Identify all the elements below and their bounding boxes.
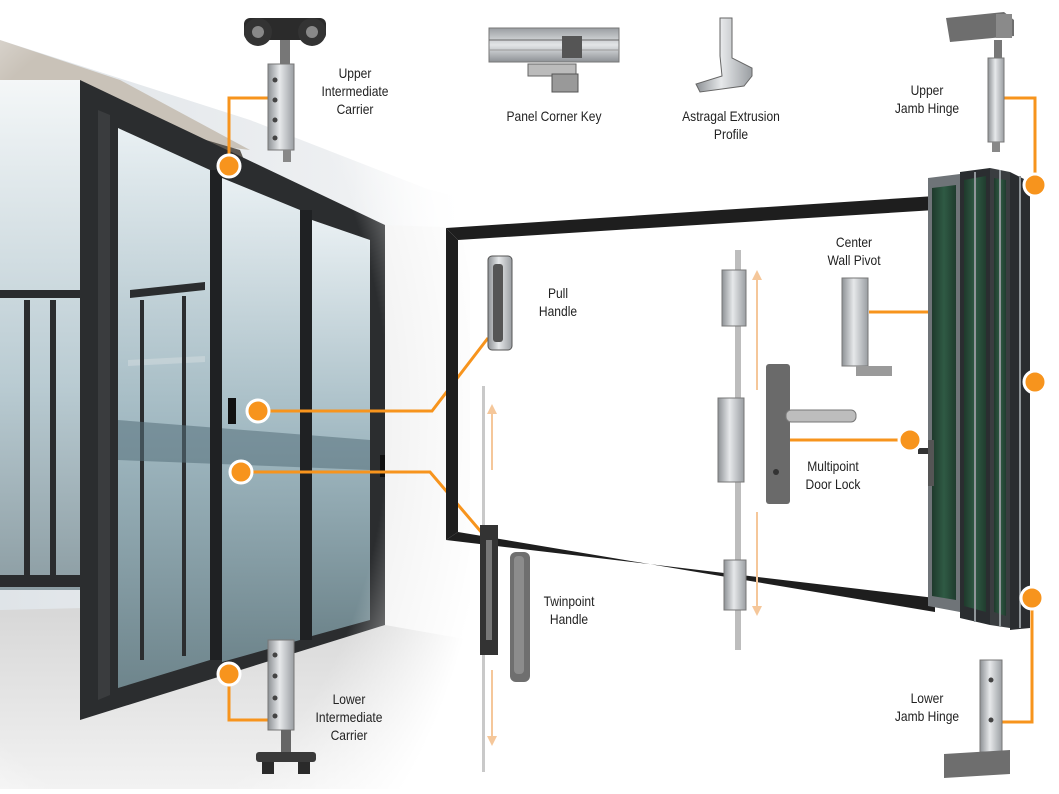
- label-line: Twinpoint: [543, 593, 595, 609]
- dot-twinpoint-handle: [228, 459, 254, 485]
- dot-lower-jamb-hinge: [1019, 585, 1045, 611]
- label-multipoint-door-lock: Multipoint Door Lock: [790, 457, 876, 493]
- dot-lower-intermediate-carrier: [216, 661, 242, 687]
- twinpoint-handle-part: [480, 386, 530, 772]
- dot-pull-handle: [245, 398, 271, 424]
- folded-panels: [918, 168, 1030, 630]
- callout-dots: [216, 153, 1048, 687]
- label-twinpoint-handle: Twinpoint Handle: [530, 592, 607, 628]
- label-line: Multipoint: [807, 458, 859, 474]
- label-line: Carrier: [336, 101, 374, 117]
- label-line: Panel Corner Key: [506, 108, 602, 124]
- label-line: Center: [835, 234, 873, 250]
- label-line: Profile: [713, 126, 749, 142]
- label-lower-jamb-hinge: Lower Jamb Hinge: [884, 689, 970, 725]
- upper-jamb-hinge-part: [946, 12, 1014, 152]
- panel-corner-key-part: [488, 27, 620, 93]
- door-frame: [446, 196, 935, 612]
- line-twinpoint-handle: [241, 470, 490, 541]
- label-line: Intermediate: [321, 83, 389, 99]
- center-wall-pivot-part: [841, 277, 892, 376]
- pull-handle-part: [487, 255, 513, 351]
- label-lower-intermediate-carrier: Lower Intermediate Carrier: [302, 690, 397, 744]
- label-center-wall-pivot: Center Wall Pivot: [811, 233, 897, 269]
- label-line: Upper: [910, 82, 944, 98]
- lower-intermediate-carrier-part: [256, 639, 316, 774]
- dot-center-wall-pivot: [1022, 369, 1048, 395]
- label-line: Handle: [538, 303, 578, 319]
- interior-photo: [0, 40, 470, 789]
- label-astragal-extrusion-profile: Astragal Extrusion Profile: [671, 107, 791, 143]
- lower-jamb-hinge-part: [944, 659, 1010, 778]
- label-line: Lower: [910, 690, 944, 706]
- dot-multipoint-door-lock: [897, 427, 923, 453]
- label-line: Door Lock: [805, 476, 861, 492]
- label-line: Jamb Hinge: [894, 708, 960, 724]
- label-line: Jamb Hinge: [894, 100, 960, 116]
- astragal-extrusion-part: [695, 17, 753, 93]
- line-lower-intermediate-carrier: [227, 674, 272, 722]
- label-line: Upper: [338, 65, 372, 81]
- line-pull-handle: [258, 337, 490, 413]
- label-line: Pull: [547, 285, 569, 301]
- line-upper-jamb-hinge: [1002, 96, 1037, 185]
- upper-intermediate-carrier-part: [244, 18, 326, 162]
- dot-upper-jamb-hinge: [1022, 172, 1048, 198]
- label-line: Intermediate: [315, 709, 383, 725]
- label-upper-jamb-hinge: Upper Jamb Hinge: [884, 81, 970, 117]
- label-pull-handle: Pull Handle: [524, 284, 593, 320]
- dot-upper-intermediate-carrier: [216, 153, 242, 179]
- line-upper-intermediate-carrier: [227, 96, 272, 166]
- label-upper-intermediate-carrier: Upper Intermediate Carrier: [308, 64, 403, 118]
- label-line: Carrier: [330, 727, 368, 743]
- label-line: Lower: [332, 691, 366, 707]
- label-line: Astragal Extrusion: [682, 108, 780, 124]
- label-line: Wall Pivot: [827, 252, 881, 268]
- multipoint-lock-part: [717, 250, 857, 650]
- label-panel-corner-key: Panel Corner Key: [494, 107, 614, 125]
- line-lower-jamb-hinge: [1002, 598, 1034, 724]
- label-line: Handle: [549, 611, 589, 627]
